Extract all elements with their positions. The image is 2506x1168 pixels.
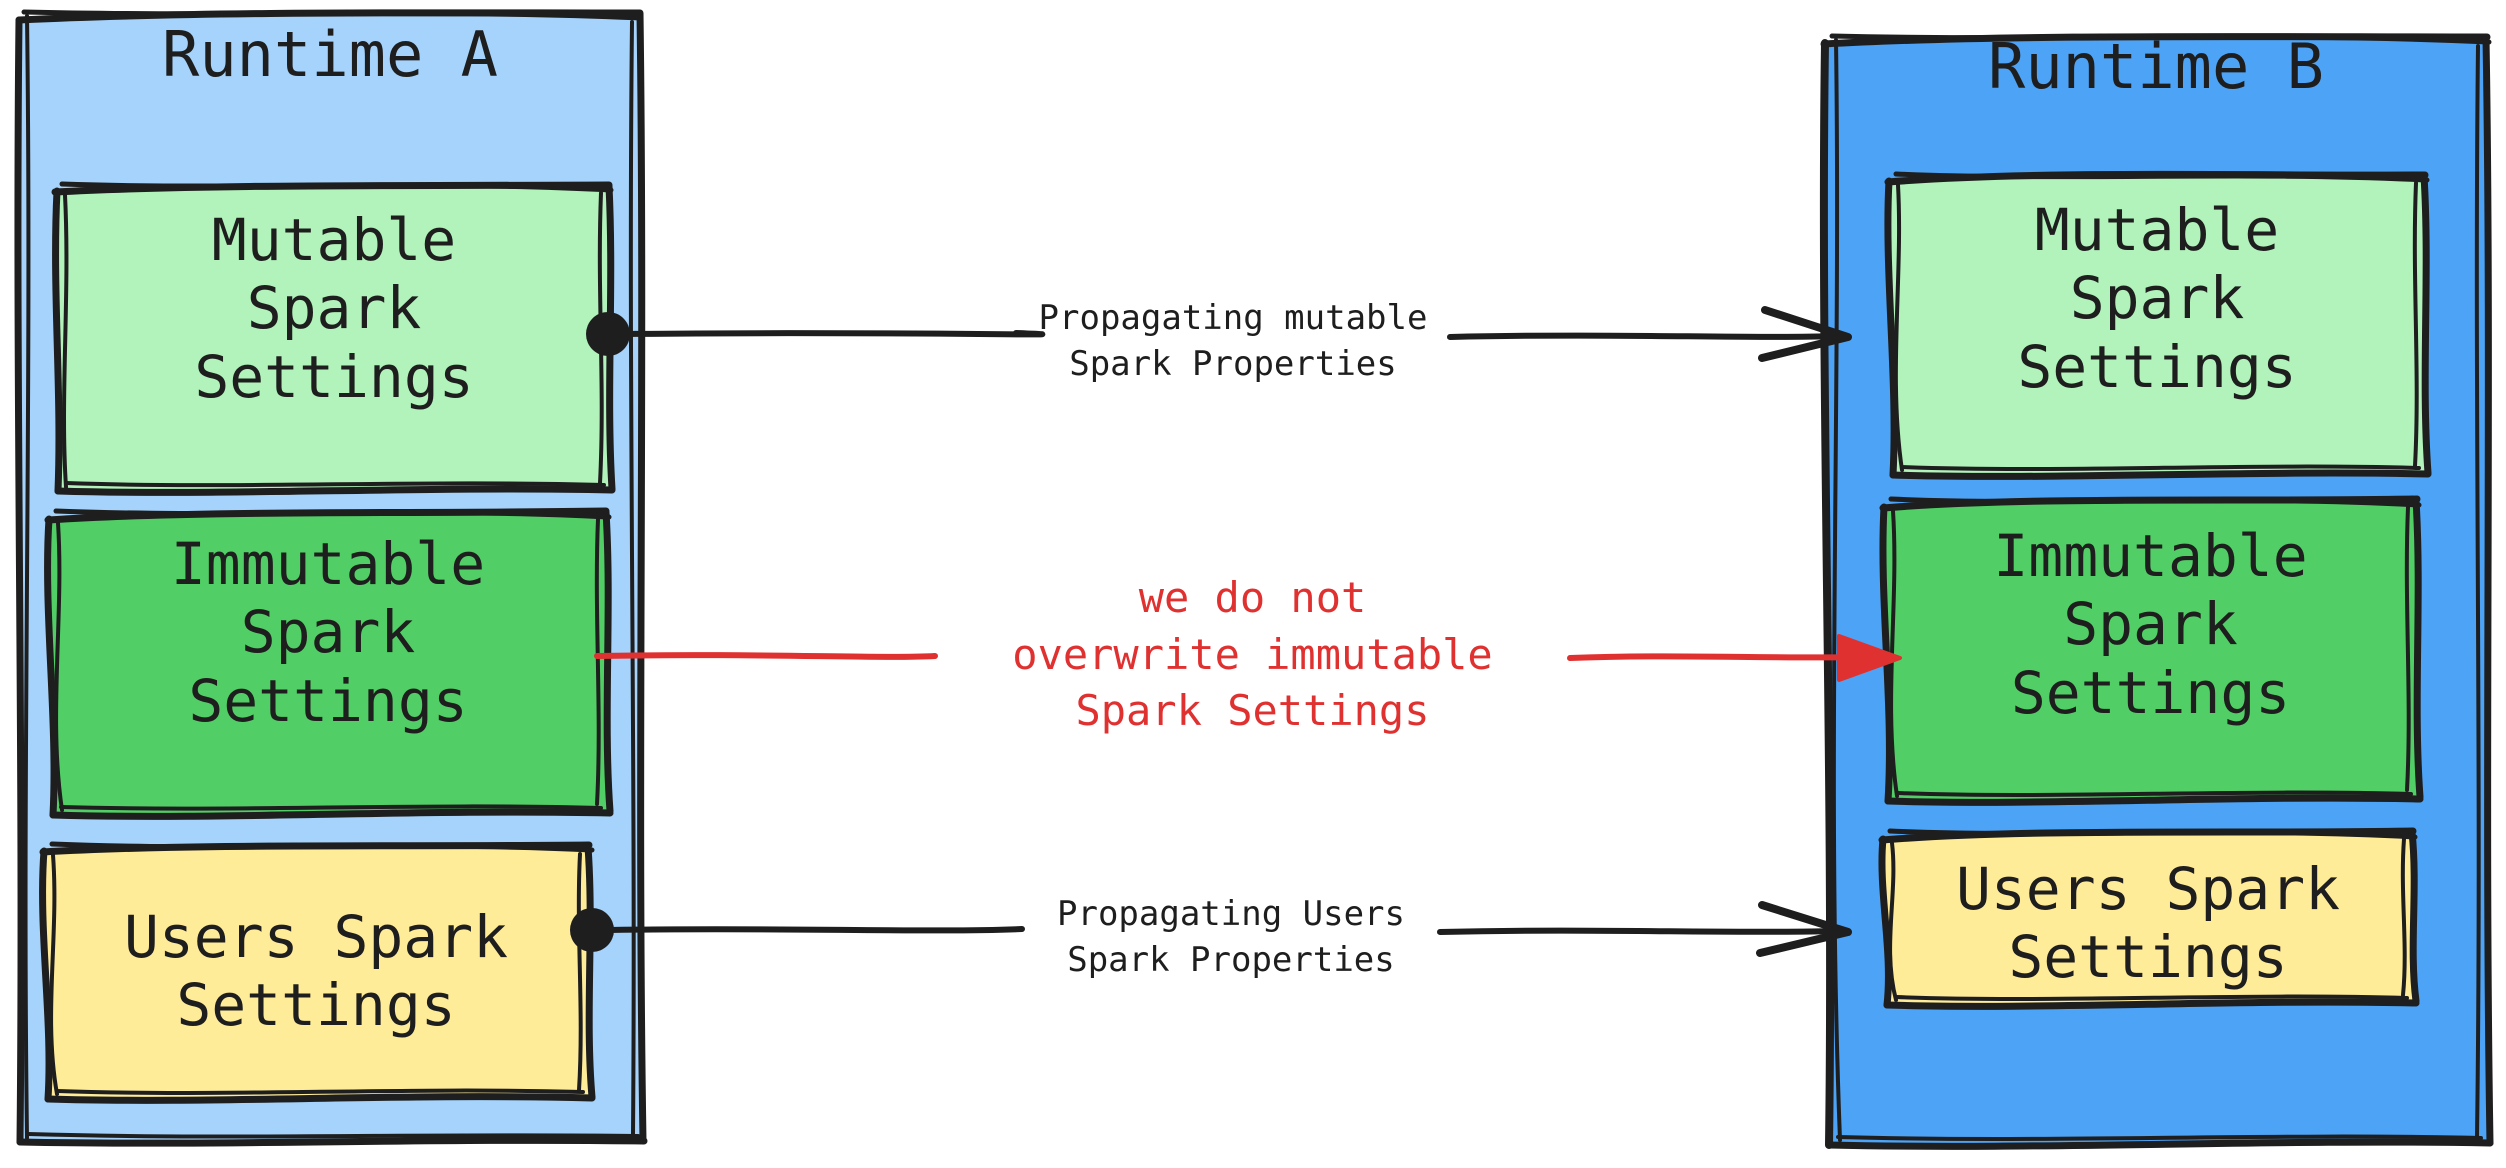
box-a-users[interactable] — [39, 841, 596, 1104]
box-a-immutable[interactable] — [44, 507, 614, 820]
open-arrow-marker-users — [1756, 901, 1852, 957]
box-b-mutable[interactable] — [1884, 170, 2432, 480]
connection-mutable[interactable] — [586, 306, 1852, 362]
dot-source-marker-mutable — [586, 312, 630, 356]
box-b-users[interactable] — [1878, 827, 2420, 1010]
connection-users[interactable] — [570, 901, 1852, 957]
filled-arrow-marker-immutable — [1837, 634, 1902, 682]
box-a-mutable[interactable] — [51, 181, 616, 496]
connection-immutable[interactable] — [594, 634, 1902, 682]
open-arrow-marker-mutable — [1758, 306, 1852, 362]
dot-source-marker-users — [570, 908, 614, 952]
box-b-immutable[interactable] — [1879, 495, 2424, 806]
